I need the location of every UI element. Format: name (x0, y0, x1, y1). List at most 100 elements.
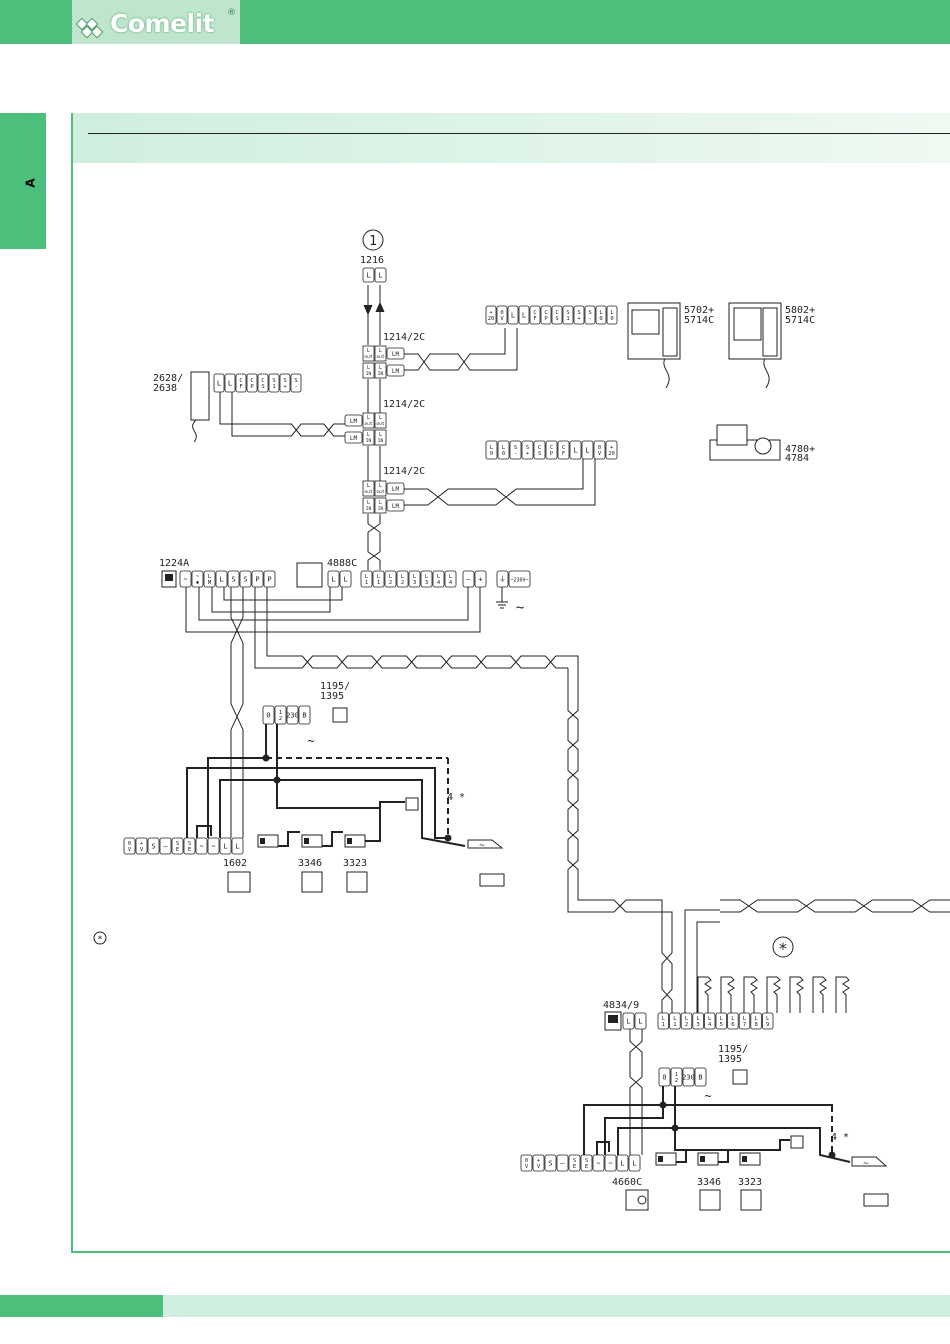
terminal-block-earth: ⏚ (496, 570, 509, 588)
terminal (692, 1012, 704, 1030)
terminal-label: E (176, 847, 179, 853)
terminal (339, 570, 352, 588)
terminal-label: V (128, 847, 132, 853)
terminal-label: L (343, 576, 347, 584)
terminal-label: L (638, 1018, 642, 1026)
wire (266, 587, 290, 657)
riser-twisted-pair (629, 1029, 643, 1100)
terminal (604, 1154, 617, 1172)
terminal-label: 0 (500, 310, 503, 316)
terminal (171, 837, 184, 855)
comelit-logo-icon (76, 18, 104, 39)
terminal (362, 362, 375, 379)
junction-dot (671, 1124, 679, 1132)
model-label-m5714b: 5714C (785, 315, 815, 326)
keypad-grid-icon (405, 797, 419, 811)
terminal-label: L (573, 447, 577, 455)
terminal-label: 0 (610, 316, 613, 322)
terminal (540, 305, 552, 325)
terminal-label: L (365, 574, 369, 580)
footer-bar (163, 1295, 950, 1317)
terminal (616, 1154, 629, 1172)
terminal-label: ~230V~ (510, 578, 528, 584)
bus-twisted-pair (600, 899, 640, 913)
terminal (634, 1012, 647, 1030)
terminal (432, 570, 445, 588)
terminal-label: L (599, 310, 603, 316)
model-label-m1195b: 1195/ (718, 1044, 748, 1055)
terminal (496, 570, 509, 588)
terminal (532, 1154, 545, 1172)
model-label-m1224a: 1224A (159, 558, 189, 569)
terminal-label: ~ (211, 843, 215, 851)
model-label-m2628: 2628/ (153, 373, 183, 384)
terminal (386, 482, 405, 495)
terminal (246, 373, 258, 393)
terminal-label: B (698, 1074, 702, 1082)
terminal (203, 570, 216, 588)
terminal-label: C (261, 378, 264, 384)
section-tab[interactable] (0, 113, 46, 249)
terminal (362, 345, 375, 362)
junction-dot (273, 776, 281, 784)
terminal-label: L (449, 574, 453, 580)
terminal-label: 230 (682, 1074, 695, 1082)
wire (186, 767, 445, 839)
terminal-label: + (478, 576, 482, 584)
terminal (518, 305, 530, 325)
connector-detail (304, 838, 309, 844)
terminal-label: — (163, 843, 168, 851)
terminal-label: L (401, 574, 405, 580)
twisted-pair (280, 423, 345, 437)
terminal-label: IN (366, 371, 372, 377)
wire (684, 909, 720, 1013)
terminal-label: C (550, 445, 553, 451)
terminal-label: L (379, 365, 382, 371)
terminal-label: S (526, 445, 529, 451)
wire (219, 779, 466, 847)
terminal (183, 837, 196, 855)
terminal-label: C (533, 310, 536, 316)
wire (223, 587, 343, 601)
terminal (551, 305, 563, 325)
terminal-label: 0 (598, 445, 601, 451)
mains-tilde: ~ (516, 600, 524, 616)
terminal-label: L (367, 415, 370, 421)
riser-twisted-pair (367, 514, 381, 570)
controller-4888c-icon (296, 562, 323, 588)
wire (577, 880, 600, 901)
terminal (485, 440, 498, 460)
terminal (497, 440, 510, 460)
door-lock-icon (467, 839, 504, 849)
terminal-label: M (208, 580, 212, 586)
terminal (374, 412, 387, 429)
connector-detail (347, 838, 352, 844)
twisted-pair (280, 423, 345, 437)
terminal-label: L (331, 576, 335, 584)
wire (540, 459, 596, 506)
terminal-label: V (525, 1164, 529, 1170)
wire (322, 831, 343, 847)
riser-twisted-pair (629, 1029, 643, 1100)
terminal (263, 570, 276, 588)
lock-tilde: ~ (479, 841, 485, 851)
terminal-label: C (555, 310, 558, 316)
terminal (274, 705, 287, 725)
terminal-label: IN (378, 371, 384, 377)
terminal-label: 1 (279, 710, 282, 716)
wire (640, 899, 663, 940)
terminal (704, 1012, 716, 1030)
wire (663, 1104, 833, 1155)
terminal-label: S (548, 1160, 552, 1168)
terminal-label: 20 (488, 316, 495, 322)
terminal-label: 0 (490, 451, 493, 457)
terminal-label: C (538, 445, 541, 451)
terminal-label: L (708, 1016, 712, 1022)
terminal-label: S (538, 451, 541, 457)
terminal (715, 1012, 728, 1030)
terminal (762, 1012, 774, 1030)
